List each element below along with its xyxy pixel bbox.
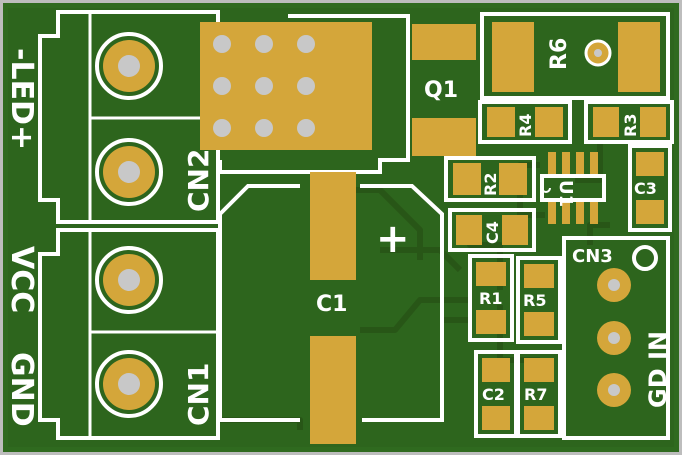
r7-label: R7 xyxy=(524,385,547,404)
q1-label: Q1 xyxy=(424,78,458,103)
q1-transistor xyxy=(200,14,476,174)
cn2-connector xyxy=(38,10,220,224)
r1-label: R1 xyxy=(479,289,502,308)
vcc-label: VCC xyxy=(4,246,39,313)
r3-resistor xyxy=(584,100,674,144)
cn3-label: CN3 xyxy=(572,246,613,267)
r3-label: R3 xyxy=(621,114,640,137)
r6-label: R6 xyxy=(547,38,572,70)
r4-resistor xyxy=(478,100,572,144)
r2-resistor xyxy=(444,156,536,202)
u1-label: U1 xyxy=(555,180,576,207)
c1-label: C1 xyxy=(316,292,347,317)
c3-label: C3 xyxy=(634,179,657,198)
c4-capacitor xyxy=(448,208,536,252)
c3-capacitor xyxy=(628,144,672,232)
c1-capacitor xyxy=(218,172,444,444)
r4-label: R4 xyxy=(516,114,535,137)
r5-resistor xyxy=(516,256,562,344)
r7-resistor xyxy=(516,350,562,438)
cn2-label: CN2 xyxy=(182,149,215,212)
r6-resistor xyxy=(480,12,670,100)
u1-ic xyxy=(540,152,606,224)
cn3-connector xyxy=(562,236,670,440)
gd-in-label: GD IN xyxy=(644,331,672,408)
cn1-label: CN1 xyxy=(182,363,215,426)
c1-plus-label: + xyxy=(376,216,410,262)
r1-resistor xyxy=(468,254,514,342)
c2-capacitor xyxy=(474,350,518,438)
c4-label: C4 xyxy=(483,221,502,244)
r2-label: R2 xyxy=(481,173,500,196)
r5-label: R5 xyxy=(523,291,546,310)
c2-label: C2 xyxy=(482,385,505,404)
cn1-connector xyxy=(38,228,220,440)
gnd-label: GND xyxy=(4,352,39,427)
led-label: -LED+ xyxy=(4,48,39,150)
